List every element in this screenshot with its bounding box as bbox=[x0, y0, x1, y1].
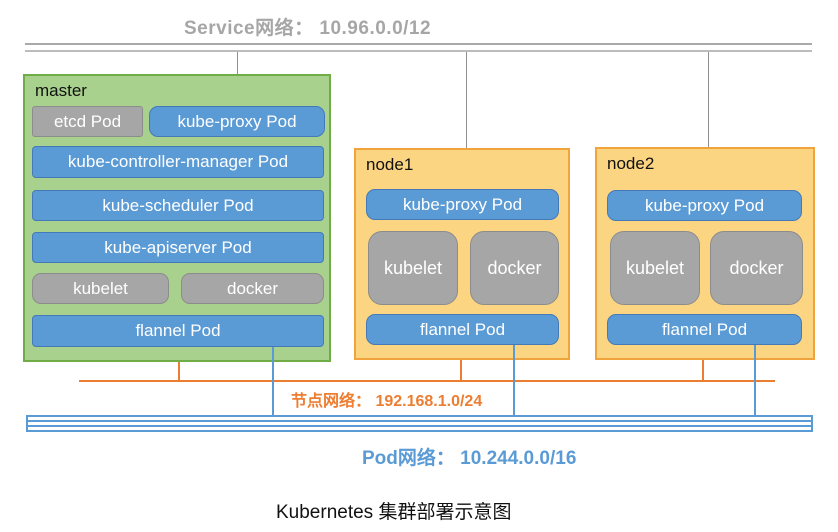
master-kubelet: kubelet bbox=[32, 273, 169, 304]
node1-docker: docker bbox=[470, 231, 559, 305]
diagram-caption: Kubernetes 集群部署示意图 bbox=[276, 502, 512, 523]
pod-network-connector-node2 bbox=[754, 345, 756, 417]
node1-title: node1 bbox=[366, 155, 414, 174]
node-network-label: 节点网络： 192.168.1.0/24 bbox=[291, 393, 483, 410]
node1-kube-proxy-pod: kube-proxy Pod bbox=[366, 189, 559, 220]
node1-kubelet: kubelet bbox=[368, 231, 458, 305]
service-network-label: Service网络： 10.96.0.0/12 bbox=[184, 18, 432, 39]
connector-service-to-node2 bbox=[708, 52, 709, 190]
pod-network-bus-inner-line-2 bbox=[28, 425, 811, 427]
master-kube-proxy-pod: kube-proxy Pod bbox=[149, 106, 325, 137]
master-docker: docker bbox=[181, 273, 324, 304]
pod-network-label: Pod网络： 10.244.0.0/16 bbox=[362, 448, 577, 469]
pod-network-connector-node1 bbox=[513, 345, 515, 417]
node-network-stub-node2 bbox=[702, 360, 704, 381]
node2-kube-proxy-pod: kube-proxy Pod bbox=[607, 190, 802, 221]
kube-apiserver-pod: kube-apiserver Pod bbox=[32, 232, 324, 263]
etcd-pod: etcd Pod bbox=[32, 106, 143, 137]
node2-box: node2 kube-proxy Pod kubelet docker flan… bbox=[595, 147, 815, 360]
node2-kubelet: kubelet bbox=[610, 231, 700, 305]
pod-network-bus bbox=[26, 415, 813, 432]
pod-network-bus-inner-line-1 bbox=[28, 420, 811, 422]
node-network-line bbox=[79, 380, 775, 382]
node-network-stub-node1 bbox=[460, 360, 462, 381]
node2-docker: docker bbox=[710, 231, 803, 305]
node-network-stub-master bbox=[178, 362, 180, 381]
node2-title: node2 bbox=[607, 154, 655, 173]
node1-box: node1 kube-proxy Pod kubelet docker flan… bbox=[354, 148, 570, 360]
node2-flannel-pod: flannel Pod bbox=[607, 314, 802, 345]
master-box: master etcd Pod kube-proxy Pod kube-cont… bbox=[23, 74, 331, 362]
master-flannel-pod: flannel Pod bbox=[32, 315, 324, 347]
service-network-bus-line-top bbox=[25, 43, 812, 45]
kube-scheduler-pod: kube-scheduler Pod bbox=[32, 190, 324, 221]
connector-service-to-node1 bbox=[466, 52, 467, 189]
kube-controller-manager-pod: kube-controller-manager Pod bbox=[32, 146, 324, 178]
node1-flannel-pod: flannel Pod bbox=[366, 314, 559, 345]
pod-network-connector-master bbox=[272, 347, 274, 417]
service-network-bus-line-bottom bbox=[25, 50, 812, 52]
master-title: master bbox=[35, 81, 87, 100]
